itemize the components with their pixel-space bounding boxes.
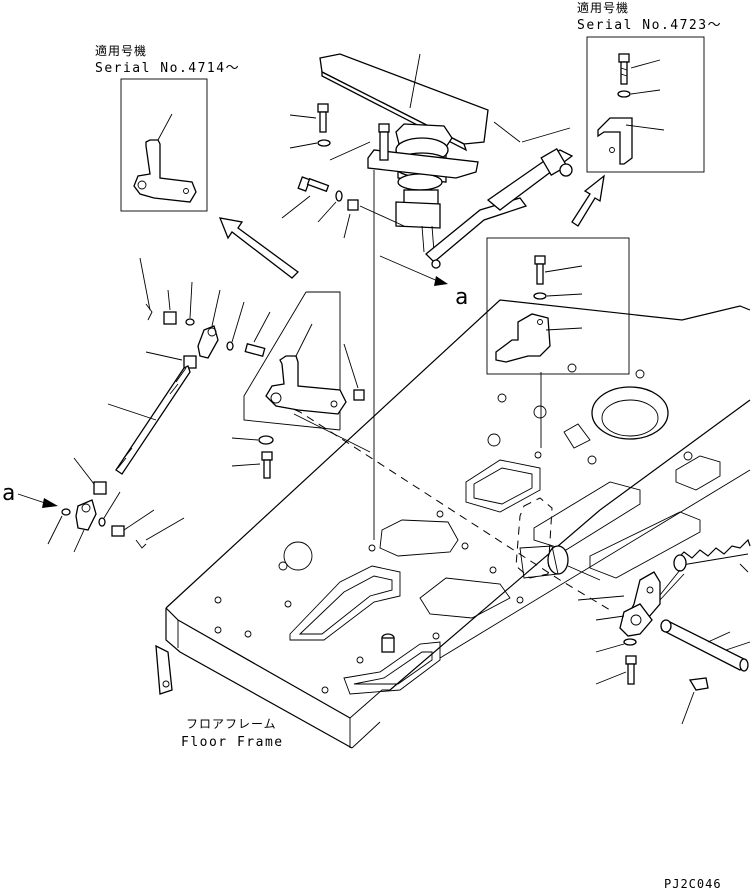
view-arrow-line	[379, 255, 441, 283]
rod-part	[115, 365, 191, 475]
washer-part	[226, 341, 234, 351]
washer-part	[617, 90, 631, 98]
floor-frame-label-jp: フロアフレーム	[186, 717, 277, 731]
dashed-bracket-outline	[515, 497, 553, 579]
inset-left-box	[120, 78, 208, 212]
view-arrow-head	[434, 276, 448, 286]
inset-left-serial: Serial No.4714～	[95, 61, 240, 76]
inset-right-box	[586, 36, 705, 173]
bracket-part	[597, 117, 633, 165]
nut-part	[111, 525, 125, 537]
drawing-code: PJ2C046	[664, 877, 722, 891]
arrow-to-inset-right	[571, 174, 605, 227]
view-label-a-left: a	[2, 481, 15, 506]
nut-part	[347, 199, 359, 211]
nut-part	[163, 311, 177, 325]
nut-part	[93, 481, 107, 495]
inset-left-title: 適用号機	[95, 43, 147, 58]
pin-part	[660, 621, 747, 671]
washer-part	[61, 508, 71, 516]
view-arrow-line	[17, 493, 49, 505]
arrow-to-inset-left	[218, 217, 299, 279]
nut-part	[183, 355, 197, 369]
washer-part	[317, 139, 331, 147]
view-label-a-top: a	[455, 285, 468, 310]
washer-part	[98, 517, 106, 527]
floor-frame	[155, 299, 751, 749]
lever-part	[133, 139, 197, 203]
bolt-part	[625, 655, 637, 685]
washer-part	[335, 190, 343, 202]
inset-left: 適用号機 Serial No.4714～	[95, 43, 240, 212]
pivot-assembly	[519, 538, 751, 725]
pedal-assembly	[319, 53, 574, 269]
dashed-alignment-line	[281, 403, 611, 611]
floor-frame-label-en: Floor Frame	[181, 735, 284, 750]
leader-line	[630, 59, 661, 69]
inset-right-serial: Serial No.4723～	[577, 18, 722, 33]
bolt-part	[618, 53, 630, 85]
bolt-part	[244, 343, 266, 357]
linkage-parts	[47, 257, 271, 553]
bolt-part	[261, 451, 273, 479]
nut-part	[353, 389, 365, 401]
washer-part	[185, 318, 195, 326]
washer-part	[623, 638, 637, 646]
washer-part	[258, 435, 274, 445]
bolt-part	[317, 103, 329, 133]
key-part	[688, 677, 709, 691]
inset-right: 適用号機 Serial No.4723～	[577, 0, 722, 173]
view-arrow-head	[42, 498, 58, 508]
lever-subassembly	[231, 291, 371, 479]
rod-end-part	[75, 499, 97, 531]
inset-bracket	[486, 237, 630, 375]
bolt-horizontal	[297, 176, 330, 193]
inset-right-title: 適用号機	[577, 0, 629, 15]
rod-end-part	[197, 325, 219, 359]
